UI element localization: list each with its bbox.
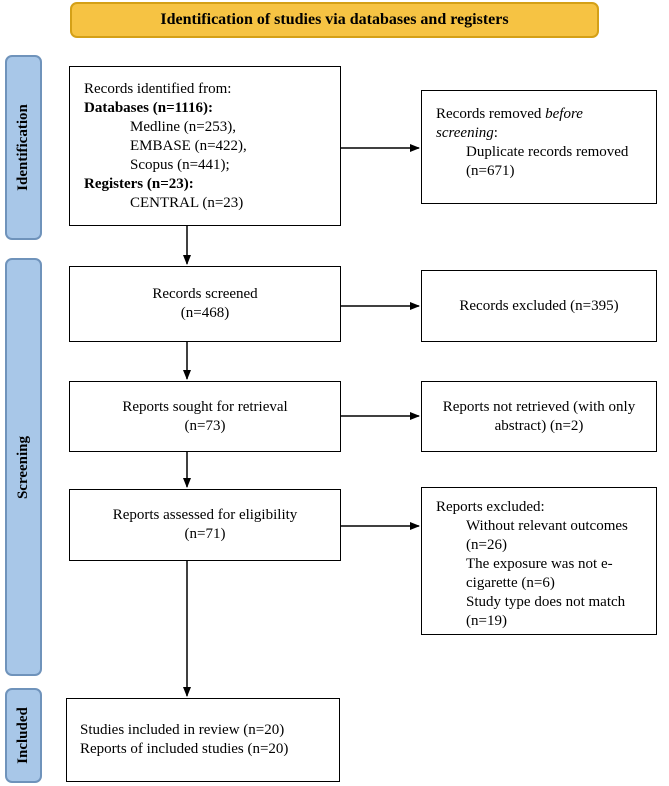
reason-study-type-count: (n=19) [466, 613, 507, 629]
reason-study-type: Study type does not match [466, 594, 626, 610]
records-screened-label: Records screened [152, 286, 258, 302]
reports-not-retrieved-line2: abstract) (n=2) [494, 417, 584, 434]
reports-excluded-box: Reports excluded: Without relevant outco… [421, 487, 657, 635]
reports-assessed-box: Reports assessed for eligibility (n=71) [69, 489, 341, 561]
records-excluded-box: Records excluded (n=395) [421, 270, 657, 342]
reason-not-ecigarette: The exposure was not e- [466, 556, 613, 572]
records-screened-box: Records screened (n=468) [69, 266, 341, 342]
records-identified-intro: Records identified from: [84, 81, 232, 97]
records-excluded-label: Records excluded (n=395) [459, 297, 619, 314]
registers-label: Registers (n=23): [84, 176, 194, 192]
reports-not-retrieved-line1: Reports not retrieved (with only [442, 398, 636, 415]
database-medline: Medline (n=253), [130, 119, 236, 135]
reports-assessed-label: Reports assessed for eligibility [112, 507, 298, 523]
header-banner: Identification of studies via databases … [70, 2, 599, 38]
reason-not-ecigarette-count: cigarette (n=6) [466, 575, 555, 591]
records-removed-colon: : [493, 125, 498, 141]
duplicates-label: Duplicate records removed [466, 144, 629, 160]
phase-included: Included [5, 688, 42, 783]
records-removed-before: before [545, 106, 583, 122]
reports-excluded-title: Reports excluded: [436, 499, 545, 515]
header-title: Identification of studies via databases … [160, 11, 509, 28]
register-central: CENTRAL (n=23) [130, 195, 244, 211]
records-removed-line2: screening: [436, 124, 656, 143]
phase-identification: Identification [5, 55, 42, 240]
records-removed-text: Records removed [436, 106, 546, 122]
records-removed-screening: screening [436, 125, 494, 141]
records-removed-box: Records removed before screening: Duplic… [421, 90, 657, 204]
records-removed-line1: Records removed before [436, 105, 656, 124]
reports-assessed-count: (n=71) [184, 526, 226, 542]
duplicates-count: (n=671) [466, 163, 515, 179]
reason-no-outcomes-count: (n=26) [466, 537, 507, 553]
database-scopus: Scopus (n=441); [130, 157, 230, 173]
database-embase: EMBASE (n=422), [130, 138, 247, 154]
reason-no-outcomes: Without relevant outcomes [466, 518, 628, 534]
phase-screening: Screening [5, 258, 42, 676]
reports-sought-count: (n=73) [184, 417, 226, 434]
reports-sought-label: Reports sought for retrieval [122, 398, 288, 415]
databases-label: Databases (n=1116): [84, 100, 213, 116]
reports-sought-box: Reports sought for retrieval (n=73) [69, 381, 341, 452]
included-box: Studies included in review (n=20) Report… [66, 698, 340, 782]
records-screened-count: (n=468) [180, 305, 230, 321]
reports-included: Reports of included studies (n=20) [80, 741, 289, 757]
records-identified-box: Records identified from: Databases (n=11… [69, 66, 341, 226]
studies-included: Studies included in review (n=20) [80, 722, 285, 738]
reports-not-retrieved-box: Reports not retrieved (with only abstrac… [421, 381, 657, 452]
